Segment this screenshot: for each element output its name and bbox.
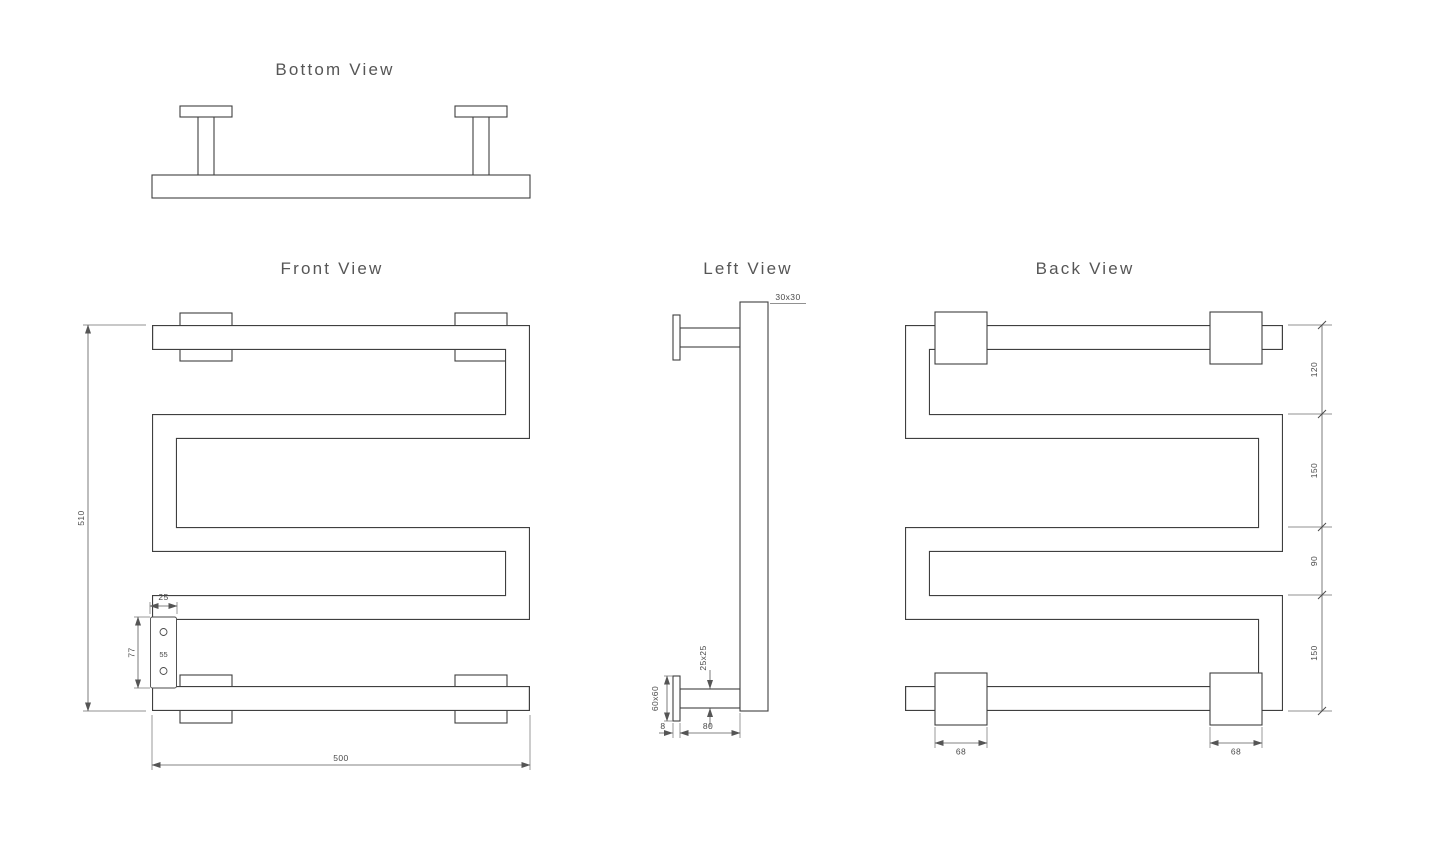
bracket-flange	[179, 105, 233, 118]
controller-power-icon	[159, 628, 168, 636]
back-dimensions: 120 150 90 150 68 68	[934, 320, 1332, 757]
serpentine-outline	[905, 325, 1283, 711]
front-wall-brackets	[179, 312, 508, 724]
dim-arm-length: 80	[703, 721, 713, 731]
bracket-arm	[679, 688, 741, 709]
front-view: Front View 55 510 500	[76, 259, 531, 770]
dim-spacing-1: 120	[1309, 362, 1319, 377]
left-view-rail-profile	[739, 301, 769, 712]
front-dimensions: 510 500 25 77	[76, 324, 531, 770]
serpentine-fill	[153, 326, 529, 710]
dim-overall-width: 500	[333, 753, 348, 763]
bottom-view: Bottom View	[151, 60, 531, 199]
wall-plate	[934, 311, 988, 365]
controller-box	[150, 616, 177, 689]
dim-spacing-2: 150	[1309, 463, 1319, 478]
back-view: Back View 120 150 90 1	[905, 259, 1332, 757]
controller-display: 55	[159, 650, 167, 659]
dim-tick	[1317, 590, 1327, 600]
wall-plate	[1209, 311, 1263, 365]
bracket-flange	[672, 314, 681, 361]
bracket-flange	[672, 675, 681, 722]
serpentine-outline	[152, 325, 530, 711]
bottom-view-bracket-left	[179, 105, 233, 177]
dim-tick	[1317, 706, 1327, 716]
serpentine-fill	[906, 326, 1282, 710]
bracket-stem	[197, 111, 215, 177]
bottom-view-bracket-right	[454, 105, 508, 177]
front-serpentine-rail	[152, 325, 530, 711]
back-wall-plates	[934, 311, 1263, 726]
dim-plate-thickness: 8	[660, 721, 665, 731]
left-top-bracket	[672, 314, 741, 361]
left-dimensions: 30x30 25x25 60x60 8 80	[650, 292, 806, 738]
wall-plate	[1209, 672, 1263, 726]
dim-controller-width: 25	[158, 592, 168, 602]
back-view-title: Back View	[1036, 259, 1135, 278]
left-view-title: Left View	[703, 259, 792, 278]
dim-bracket-width-right: 68	[1231, 747, 1241, 757]
dim-controller-height: 77	[127, 647, 137, 657]
wall-plate	[934, 672, 988, 726]
left-view: Left View 30x30 25x25 60x60	[650, 259, 806, 738]
controller-indicator-icon	[159, 667, 168, 675]
dim-plate-section: 60x60	[650, 686, 660, 711]
bracket-stem	[472, 111, 490, 177]
dim-tick	[1317, 409, 1327, 419]
bracket-flange	[454, 105, 508, 118]
dim-bracket-width-left: 68	[956, 747, 966, 757]
bottom-view-rail-bar	[151, 174, 531, 199]
left-bottom-bracket	[672, 675, 741, 722]
bracket-arm	[679, 327, 741, 348]
dim-arm-section: 25x25	[698, 645, 708, 670]
front-controller: 55	[150, 616, 177, 689]
dim-tick	[1317, 320, 1327, 330]
dim-spacing-4: 150	[1309, 645, 1319, 660]
front-view-title: Front View	[281, 259, 384, 278]
dim-tick	[1317, 522, 1327, 532]
back-serpentine-rail	[905, 325, 1283, 711]
dim-tube-section: 30x30	[775, 292, 800, 302]
dim-overall-height: 510	[76, 510, 86, 525]
dim-spacing-3: 90	[1309, 556, 1319, 566]
bottom-view-title: Bottom View	[275, 60, 394, 79]
